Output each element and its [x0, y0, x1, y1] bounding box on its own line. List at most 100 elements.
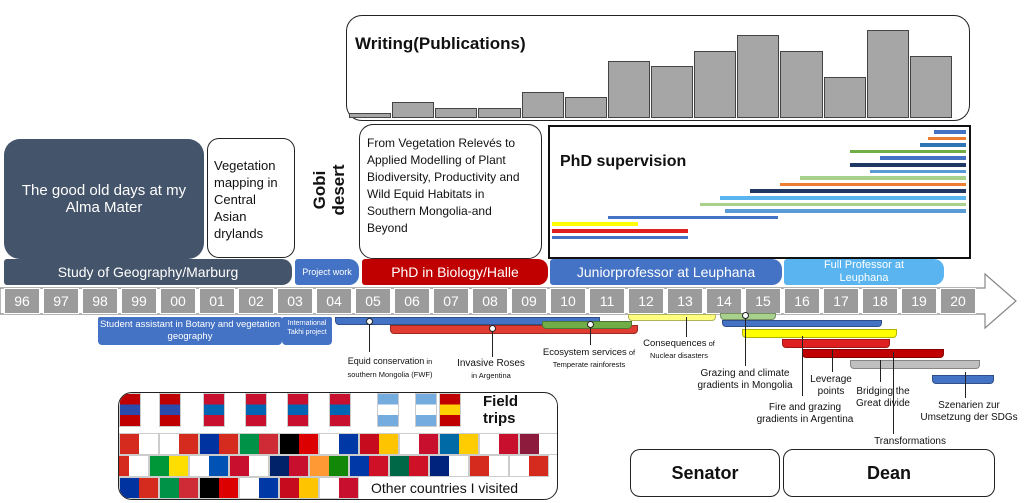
publication-bar [392, 102, 435, 118]
flag-icon [349, 455, 389, 477]
flag-icon [149, 455, 189, 477]
supervision-box: PhD supervision [548, 125, 971, 259]
gobi-label: Gobi desert [310, 148, 350, 232]
year-cell: 04 [316, 288, 352, 314]
phase-project: Project work [295, 259, 359, 285]
timeline-arrow [0, 272, 1017, 330]
supervision-line [700, 202, 966, 207]
phase-geography: Study of Geography/Marburg [4, 259, 292, 285]
supervision-title: PhD supervision [560, 153, 687, 170]
senator-box: Senator [630, 449, 780, 497]
other-countries-label: Other countries I visited [365, 477, 525, 499]
phase-junior: Juniorprofessor at Leuphana [550, 259, 782, 285]
label-grazing: Grazing and climate gradients in Mongoli… [690, 368, 800, 392]
flag-icon [359, 433, 399, 455]
label-ecosystem-sub2: Temperate rainforests [552, 360, 626, 369]
publication-bar [780, 50, 823, 118]
flag-icon [519, 433, 557, 455]
connector-nuclear [686, 317, 687, 337]
gobi-line2: desert [329, 164, 348, 216]
field-trips-text: Field trips [483, 393, 519, 427]
supervision-line [880, 156, 966, 160]
label-fire-text: Fire and grazing gradients in Argentina [756, 402, 854, 425]
flag-icon [119, 455, 149, 477]
label-nuclear-main: Consequences [643, 338, 707, 349]
dot-equid [366, 318, 373, 325]
supervision-line [552, 235, 688, 240]
flag-icon [203, 393, 225, 427]
year-cell: 08 [472, 288, 508, 314]
publication-bar [521, 92, 564, 118]
year-cell: 05 [355, 288, 391, 314]
publication-bar [866, 30, 909, 118]
flag-icon [377, 393, 399, 427]
flag-icon [389, 455, 429, 477]
label-leverage-text: Leverage points [810, 374, 852, 397]
supervision-line [920, 143, 966, 147]
label-roses: Invasive Roses in Argentina [446, 358, 536, 382]
flag-icon [159, 393, 181, 427]
supervision-line [850, 163, 966, 167]
flag-icon [199, 433, 239, 455]
label-fire: Fire and grazing gradients in Argentina [750, 402, 860, 426]
label-nuclear-sub2: Nuclear disasters [650, 351, 708, 360]
other-countries-text: Other countries I visited [371, 480, 519, 496]
flag-icon [159, 433, 199, 455]
year-cell: 98 [82, 288, 118, 314]
flag-icon [415, 393, 437, 427]
year-cell: 17 [823, 288, 859, 314]
flag-icon [119, 433, 159, 455]
publication-bar [823, 76, 866, 118]
supervision-line [720, 196, 966, 200]
flag-icon [239, 433, 279, 455]
supervision-line [934, 130, 966, 134]
publications-chart [349, 16, 959, 118]
connector-equid [369, 322, 370, 352]
dot-ecosystem [587, 321, 594, 328]
label-equid-main: Equid conservation [347, 356, 425, 366]
connector-ecosystem [590, 325, 591, 345]
year-cell: 09 [511, 288, 547, 314]
supervision-line [552, 229, 688, 233]
supervision-line [725, 209, 966, 213]
publication-bar [651, 66, 694, 118]
year-cell: 15 [745, 288, 781, 314]
publication-bar [564, 97, 607, 118]
dean-box: Dean [783, 449, 995, 497]
label-ecosystem-main: Ecosystem services [542, 347, 627, 358]
label-grazing-text: Grazing and climate gradients in Mongoli… [697, 368, 793, 391]
year-cell: 03 [277, 288, 313, 314]
flag-icon [287, 393, 309, 427]
year-cell: 97 [43, 288, 79, 314]
supervision-line [750, 189, 966, 193]
flag-icon [199, 477, 239, 499]
connector-transformations [893, 352, 894, 434]
label-transformations-text: Transformations [874, 436, 946, 447]
publications-title: Writing(Publications) [355, 34, 526, 53]
takhi-box: International Takhi project [282, 317, 332, 345]
publications-box: Writing(Publications) [346, 15, 970, 121]
label-bridging: Bridging the Great divide [852, 386, 914, 410]
flag-icon [399, 433, 439, 455]
supervision-line [800, 176, 966, 180]
flag-icon [279, 433, 319, 455]
year-cell: 20 [940, 288, 976, 314]
flag-icon [189, 455, 229, 477]
supervision-line [552, 222, 638, 226]
label-nuclear-sub1: of [706, 339, 715, 348]
project-bar-yellow [742, 329, 897, 338]
project-bar-nuclear [628, 314, 716, 321]
travel-box: Field trips Other countries I visited [118, 392, 558, 500]
publication-bar [478, 107, 521, 118]
year-cell: 06 [394, 288, 430, 314]
supervision-line [780, 182, 966, 187]
flag-icon [269, 455, 309, 477]
student-assistant-box: Student assistant in Botany and vegetati… [98, 317, 282, 345]
field-trips-label: Field trips [477, 393, 557, 427]
flag-icon [245, 393, 267, 427]
phase-phd-label: PhD in Biology/Halle [391, 264, 519, 280]
flag-icon [439, 433, 479, 455]
label-roses-sub: in Argentina [471, 371, 511, 380]
label-szenarien-text: Szenarien zur Umsetzung der SDGs [920, 400, 1018, 423]
project-bar-roses [390, 325, 638, 334]
